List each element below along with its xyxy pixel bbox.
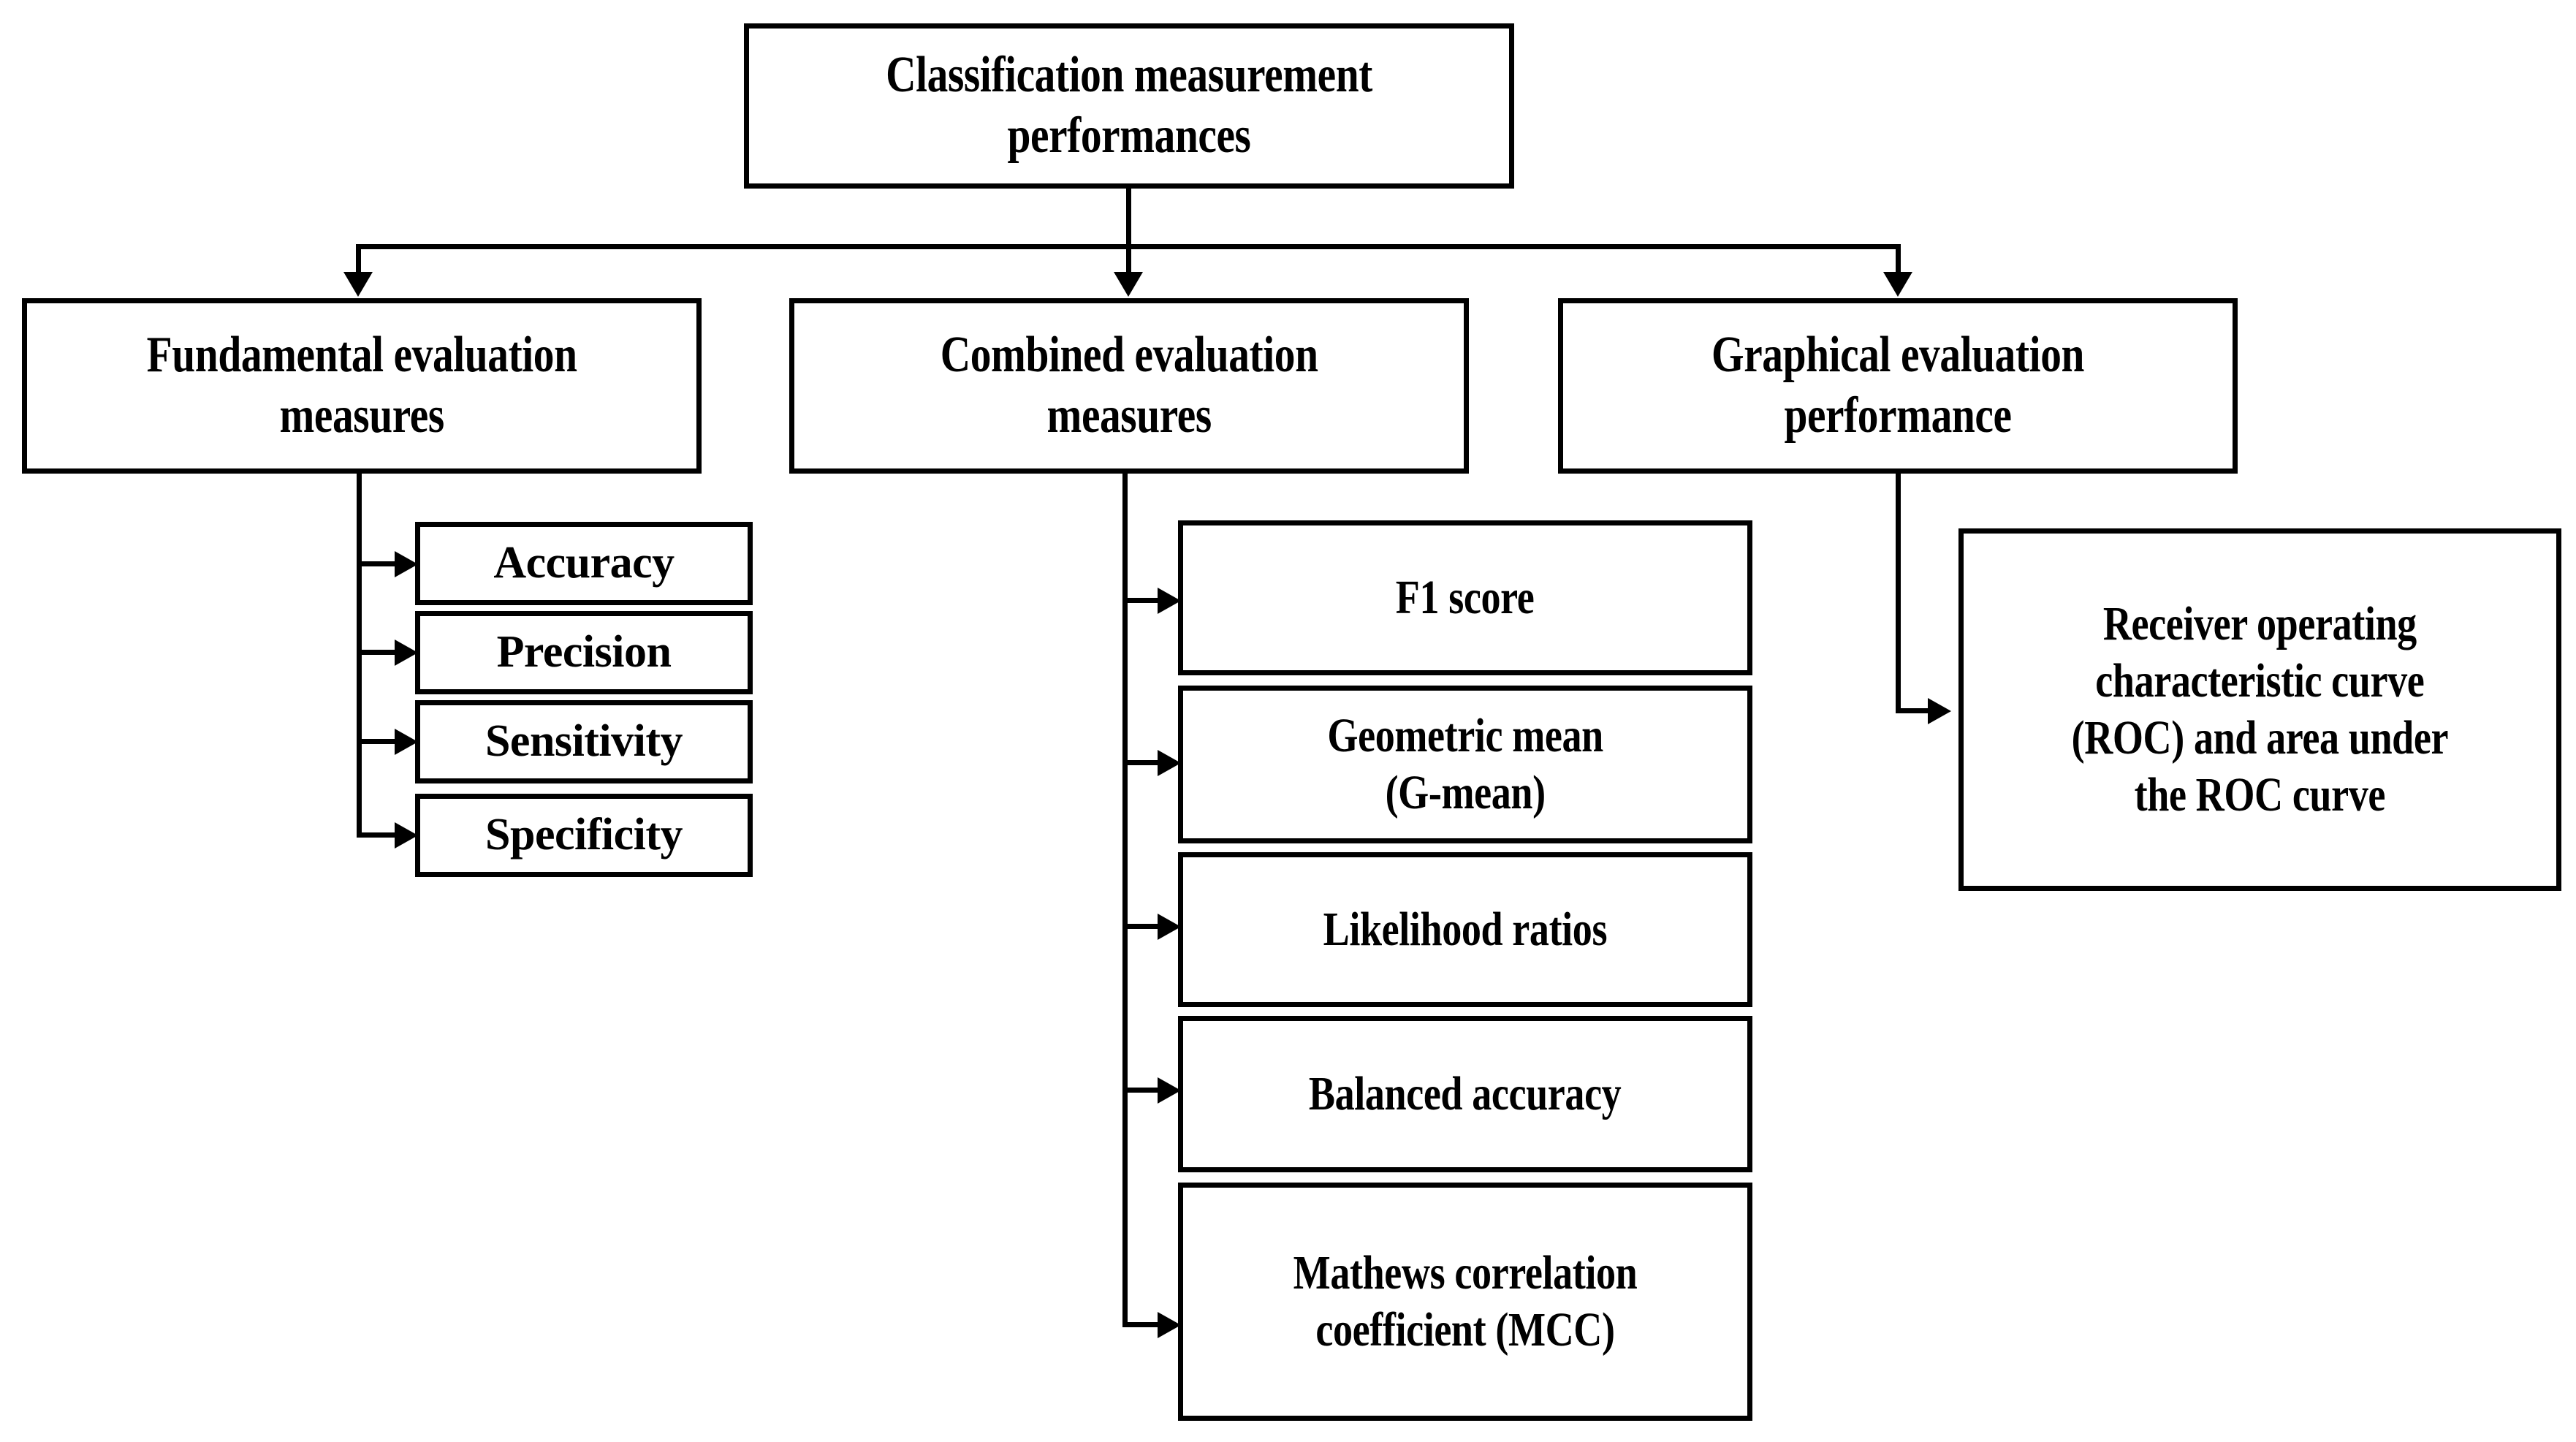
node-fundamental[interactable]: Fundamental evaluation measures bbox=[22, 298, 702, 474]
arrowhead-f1 bbox=[1158, 588, 1181, 614]
node-mcc[interactable]: Mathews correlation coefficient (MCC) bbox=[1178, 1183, 1752, 1421]
arrowhead-roc bbox=[1928, 698, 1951, 724]
arrowhead-accuracy bbox=[395, 551, 418, 577]
edge-branch-balanced bbox=[1122, 1088, 1163, 1093]
node-root[interactable]: Classification measurement performances bbox=[744, 23, 1514, 189]
node-sensitivity-label: Sensitivity bbox=[485, 716, 683, 767]
arrowhead-combined bbox=[1114, 272, 1143, 297]
node-combined-label: Combined evaluation measures bbox=[940, 327, 1318, 444]
arrowhead-specificity bbox=[395, 822, 418, 849]
node-accuracy-label: Accuracy bbox=[493, 538, 675, 588]
node-precision-label: Precision bbox=[496, 627, 672, 678]
node-g-mean[interactable]: Geometric mean (G-mean) bbox=[1178, 686, 1752, 843]
arrowhead-mcc bbox=[1158, 1312, 1181, 1338]
edge-branch-f1 bbox=[1122, 598, 1163, 603]
edge-branch-sensitivity bbox=[357, 739, 400, 744]
node-roc-auc[interactable]: Receiver operating characteristic curve … bbox=[1958, 528, 2561, 891]
edge-branch-specificity bbox=[357, 832, 400, 838]
node-accuracy[interactable]: Accuracy bbox=[415, 522, 753, 605]
arrowhead-balanced bbox=[1158, 1077, 1181, 1104]
edge-branch-precision bbox=[357, 650, 400, 655]
node-balanced-accuracy[interactable]: Balanced accuracy bbox=[1178, 1016, 1752, 1172]
edge-branch-gmean bbox=[1122, 760, 1163, 765]
edge-branch-roc bbox=[1896, 708, 1934, 713]
node-sensitivity[interactable]: Sensitivity bbox=[415, 700, 753, 783]
arrowhead-likelihood bbox=[1158, 914, 1181, 940]
edge-root-stem bbox=[1126, 189, 1131, 248]
edge-drop-graphical bbox=[1896, 244, 1901, 276]
arrowhead-fundamental bbox=[343, 272, 373, 297]
node-balanced-accuracy-label: Balanced accuracy bbox=[1309, 1067, 1622, 1121]
node-combined[interactable]: Combined evaluation measures bbox=[789, 298, 1469, 474]
node-likelihood-ratios-label: Likelihood ratios bbox=[1323, 903, 1608, 957]
edge-branch-mcc bbox=[1122, 1322, 1163, 1327]
node-roc-auc-label: Receiver operating characteristic curve … bbox=[2071, 597, 2449, 821]
node-mcc-label: Mathews correlation coefficient (MCC) bbox=[1293, 1246, 1638, 1356]
arrowhead-graphical bbox=[1883, 272, 1912, 297]
node-specificity-label: Specificity bbox=[485, 810, 683, 860]
edge-branch-accuracy bbox=[357, 561, 400, 566]
edge-drop-fundamental bbox=[356, 244, 361, 276]
edge-spine-graphical bbox=[1896, 472, 1901, 713]
node-f1-score-label: F1 score bbox=[1396, 571, 1535, 625]
arrowhead-sensitivity bbox=[395, 729, 418, 755]
edge-drop-combined bbox=[1126, 244, 1131, 276]
node-root-label: Classification measurement performances bbox=[886, 47, 1372, 164]
node-precision[interactable]: Precision bbox=[415, 611, 753, 694]
node-graphical-label: Graphical evaluation performance bbox=[1711, 327, 2085, 444]
node-likelihood-ratios[interactable]: Likelihood ratios bbox=[1178, 852, 1752, 1007]
edge-branch-likelihood bbox=[1122, 924, 1163, 929]
edge-spine-fundamental bbox=[357, 472, 362, 838]
arrowhead-gmean bbox=[1158, 750, 1181, 776]
node-g-mean-label: Geometric mean (G-mean) bbox=[1327, 709, 1603, 819]
node-fundamental-label: Fundamental evaluation measures bbox=[146, 327, 577, 444]
node-specificity[interactable]: Specificity bbox=[415, 794, 753, 877]
node-f1-score[interactable]: F1 score bbox=[1178, 520, 1752, 675]
edge-spine-combined bbox=[1122, 472, 1128, 1327]
arrowhead-precision bbox=[395, 640, 418, 666]
node-graphical[interactable]: Graphical evaluation performance bbox=[1558, 298, 2238, 474]
